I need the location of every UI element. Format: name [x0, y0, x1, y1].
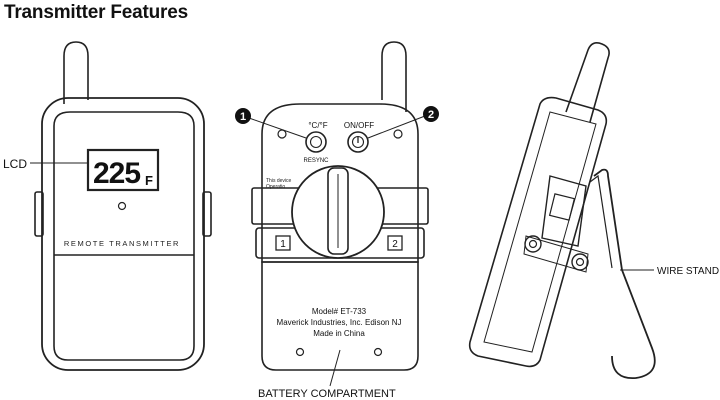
callout-2-line	[367, 115, 426, 139]
latch-grip	[327, 167, 349, 255]
slot-1-label: 1	[280, 239, 286, 250]
unit-button-label: °C/°F	[308, 121, 327, 130]
maker-line: Maverick Industries, Inc. Edison NJ	[277, 318, 402, 327]
notice-line-1: This device	[266, 178, 292, 184]
callout-2-label: 2	[428, 109, 434, 121]
slot-2-label: 2	[392, 239, 398, 250]
notice-line-2: Operatio	[266, 184, 285, 190]
model-line: Model# ET-733	[312, 307, 367, 316]
slot-1-box	[275, 235, 291, 251]
battery-callout-label: BATTERY COMPARTMENT	[258, 388, 396, 400]
back-upper-casing	[261, 103, 419, 263]
front-view	[30, 41, 212, 371]
led-indicator	[117, 201, 127, 211]
lcd-reading: 225	[93, 157, 140, 190]
unit-resync-button	[305, 131, 327, 153]
lcd-callout-label: LCD	[3, 157, 27, 171]
front-right-side-button	[202, 191, 212, 237]
wire-stand	[593, 168, 656, 379]
power-button	[347, 131, 369, 153]
side-body	[468, 96, 608, 368]
callout-1-label: 1	[240, 111, 246, 123]
side-view	[468, 42, 656, 379]
back-antenna	[381, 41, 407, 112]
unit-button-sublabel: RESYNC	[303, 158, 329, 164]
callout-1-bullet	[235, 108, 251, 124]
slot-2-box	[387, 235, 403, 251]
lcd-screen	[86, 148, 160, 192]
battery-compartment	[261, 261, 419, 371]
front-antenna	[63, 41, 89, 104]
screw-top-right	[393, 129, 403, 139]
lcd-unit: F	[145, 173, 153, 188]
screw-bottom-right	[373, 347, 383, 357]
stand-callout-label: WIRE STAND	[657, 266, 719, 277]
back-view	[248, 41, 429, 387]
front-body	[41, 97, 205, 371]
front-face	[53, 111, 195, 361]
screw-bottom-left	[295, 347, 305, 357]
power-button-label: ON/OFF	[344, 121, 374, 130]
battery-callout-line	[329, 349, 341, 387]
stand-pivot-right	[571, 253, 589, 271]
front-brand-text: REMOTE TRANSMITTER	[64, 239, 180, 248]
callout-1-line	[248, 117, 307, 139]
side-antenna	[565, 42, 610, 123]
screw-top-left	[277, 129, 287, 139]
callout-2-bullet	[423, 106, 439, 122]
front-left-side-button	[34, 191, 44, 237]
page-title: Transmitter Features	[4, 2, 188, 23]
origin-line: Made in China	[313, 329, 365, 338]
side-clip	[541, 175, 587, 247]
